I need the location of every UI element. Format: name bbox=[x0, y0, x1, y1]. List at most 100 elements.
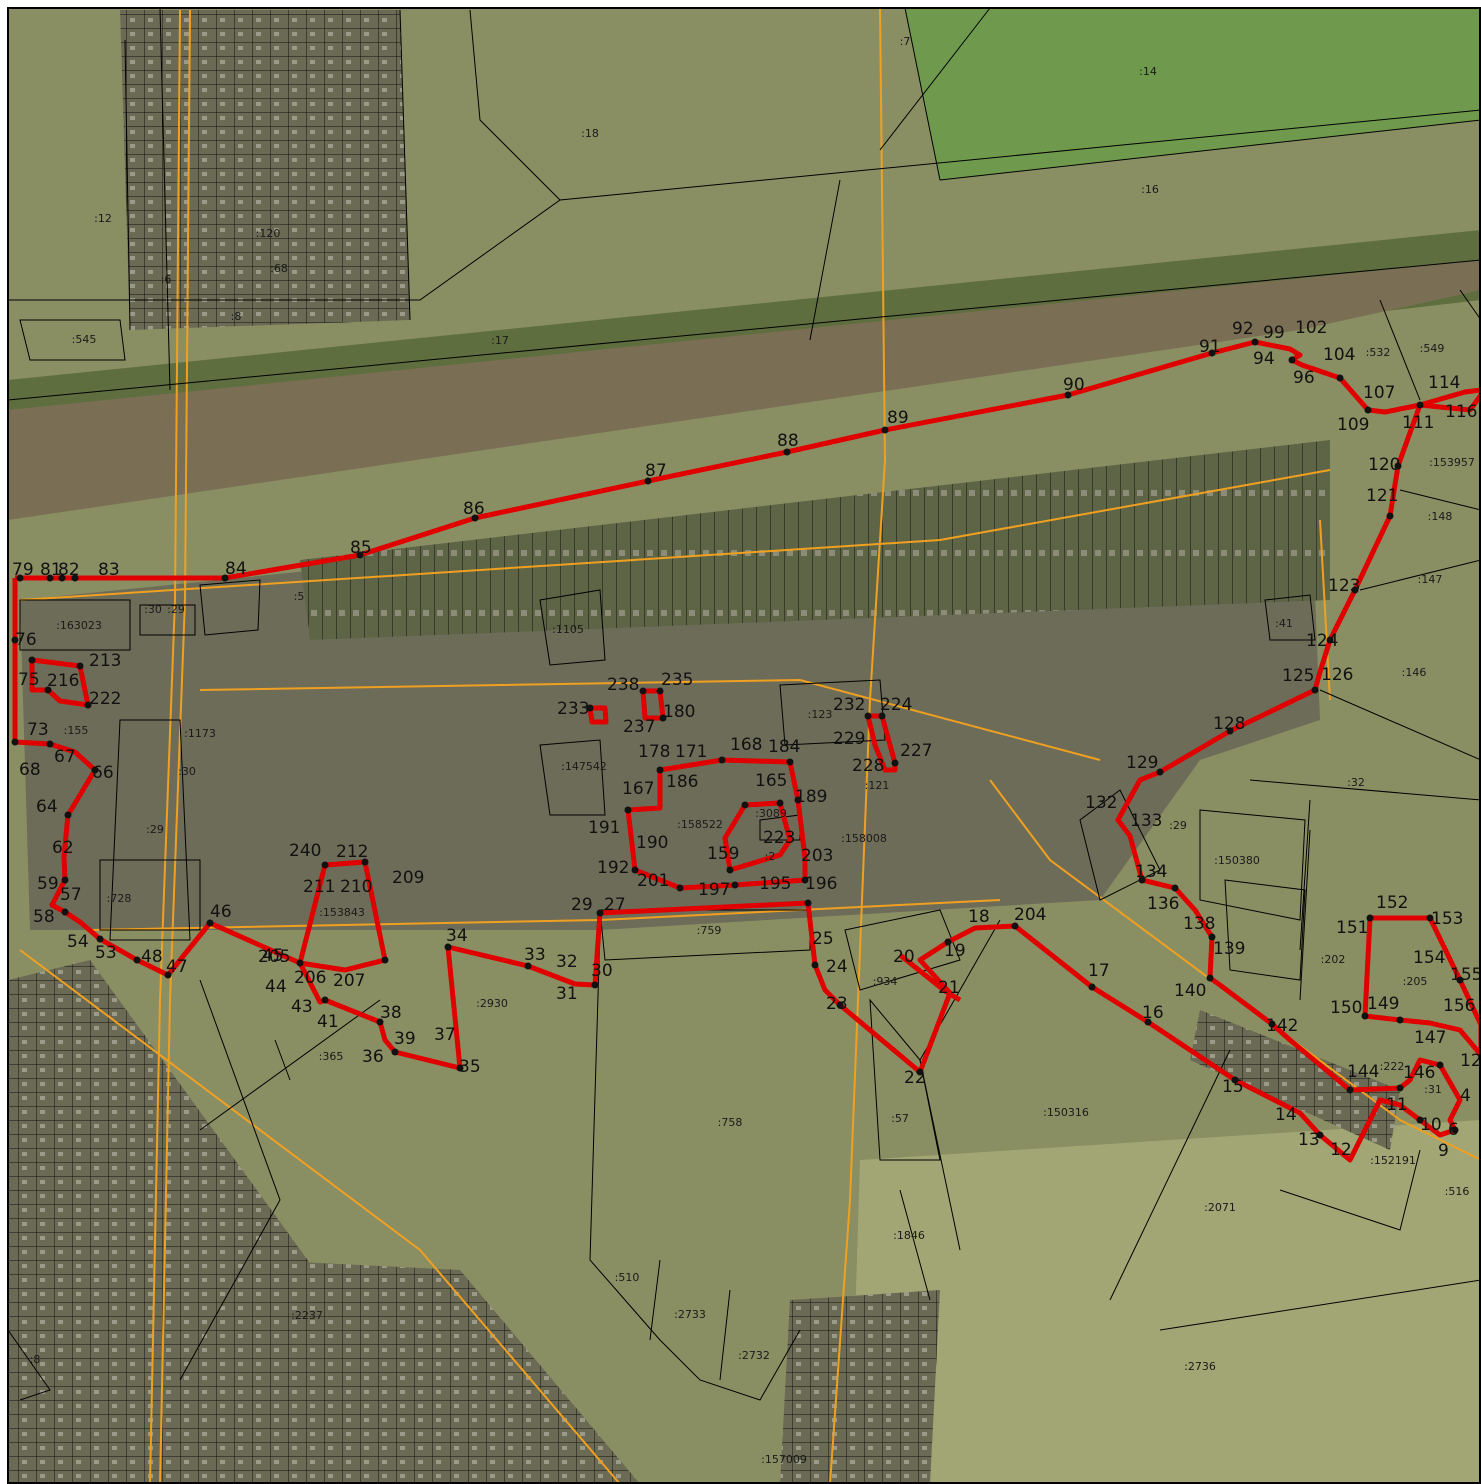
vertex-label: 197 bbox=[698, 880, 730, 900]
parcel-label: :2930 bbox=[476, 997, 508, 1010]
parcel-label: :29 bbox=[146, 823, 164, 836]
vertex-label: 168 bbox=[730, 735, 762, 755]
vertex-label: 82 bbox=[58, 560, 80, 580]
parcel-label: :153843 bbox=[319, 906, 365, 919]
south-garden-plots bbox=[250, 1260, 640, 1484]
vertex-label: 167 bbox=[622, 779, 654, 799]
vertex-label: 195 bbox=[759, 874, 791, 894]
vertex-label: 54 bbox=[67, 932, 89, 952]
parcel-label: :146 bbox=[1402, 666, 1427, 679]
vertex-label: 142 bbox=[1266, 1016, 1298, 1036]
parcel-label: :147 bbox=[1418, 573, 1443, 586]
parcel-label: :150380 bbox=[1214, 854, 1260, 867]
parcel-label: :14 bbox=[1139, 65, 1157, 78]
parcel-label: :2732 bbox=[738, 1349, 770, 1362]
vertex-label: 222 bbox=[89, 689, 121, 709]
vertex-label: 79 bbox=[12, 560, 34, 580]
vertex-label: 45 bbox=[262, 946, 284, 966]
vertex-label: 13 bbox=[1298, 1130, 1320, 1150]
vertex-label: 94 bbox=[1253, 349, 1275, 369]
vertex-label: 34 bbox=[446, 926, 468, 946]
vertex-label: 190 bbox=[636, 833, 668, 853]
vertex-label: 192 bbox=[597, 858, 629, 878]
vertex-label: 12 bbox=[1330, 1140, 1352, 1160]
parcel-label: :365 bbox=[319, 1050, 344, 1063]
vertex-label: 47 bbox=[166, 957, 188, 977]
parcel-label: :41 bbox=[1275, 617, 1293, 630]
vertex-label: 149 bbox=[1367, 994, 1399, 1014]
vertex-label: 146 bbox=[1403, 1063, 1435, 1083]
parcel-label: :158522 bbox=[677, 818, 723, 831]
vertex-label: 20 bbox=[893, 947, 915, 967]
vertex-label: 223 bbox=[763, 828, 795, 848]
vertex-label: 159 bbox=[707, 844, 739, 864]
parcel-label: :29 bbox=[1169, 819, 1187, 832]
vertex-label: 91 bbox=[1199, 337, 1221, 357]
vertex-label: 64 bbox=[36, 797, 58, 817]
vertex-label: 90 bbox=[1063, 375, 1085, 395]
vertex-label: 205 bbox=[258, 947, 290, 967]
vertex-label: 96 bbox=[1293, 368, 1315, 388]
vertex-label: 132 bbox=[1085, 793, 1117, 813]
vertex-label: 116 bbox=[1445, 402, 1477, 422]
vertex-label: 140 bbox=[1174, 981, 1206, 1001]
vertex-label: 67 bbox=[54, 747, 76, 767]
parcel-label: :16 bbox=[1141, 183, 1159, 196]
parcel-label: :8 bbox=[231, 310, 242, 323]
vertex-label: 224 bbox=[880, 695, 912, 715]
vertex-label: 120 bbox=[1368, 455, 1400, 475]
green-field-lower bbox=[850, 1120, 1481, 1484]
parcel-label: :6 bbox=[161, 273, 172, 286]
vertex-label: 107 bbox=[1363, 383, 1395, 403]
vertex-label: 35 bbox=[459, 1057, 481, 1077]
vertex-label: 165 bbox=[755, 771, 787, 791]
vertex-label: 124 bbox=[1306, 631, 1338, 651]
vertex-label: 84 bbox=[225, 559, 247, 579]
vertex-label: 44 bbox=[265, 977, 287, 997]
vertex-label: 133 bbox=[1130, 811, 1162, 831]
vertex-label: 178 bbox=[638, 742, 670, 762]
parcel-label: :728 bbox=[107, 892, 132, 905]
vertex-label: 123 bbox=[1328, 576, 1360, 596]
parcel-label: :30 bbox=[178, 765, 196, 778]
parcel-label: :148 bbox=[1428, 510, 1453, 523]
vertex-label: 16 bbox=[1142, 1003, 1164, 1023]
vertex-label: 24 bbox=[826, 957, 848, 977]
vertex-label: 150 bbox=[1330, 998, 1362, 1018]
vertex-label: 235 bbox=[661, 670, 693, 690]
garden-strips bbox=[300, 440, 1330, 640]
parcel-label: :12 bbox=[94, 212, 112, 225]
vertex-label: 62 bbox=[52, 838, 74, 858]
parcel-label: :121 bbox=[865, 779, 890, 792]
parcel-label: :549 bbox=[1420, 342, 1445, 355]
vertex-label: 126 bbox=[1321, 665, 1353, 685]
parcel-label: :2071 bbox=[1204, 1201, 1236, 1214]
vertex-label: 109 bbox=[1337, 415, 1369, 435]
parcel-label: :18 bbox=[581, 127, 599, 140]
vertex-label: 21 bbox=[938, 978, 960, 998]
parcel-boundaries bbox=[7, 7, 1481, 1401]
green-field bbox=[905, 8, 1481, 180]
vertex-label: 240 bbox=[289, 841, 321, 861]
vertex-label: 213 bbox=[89, 651, 121, 671]
vertex-label: 14 bbox=[1275, 1105, 1297, 1125]
vertex-label: 41 bbox=[317, 1012, 339, 1032]
vertex-label: 203 bbox=[801, 846, 833, 866]
vertex-label: 11 bbox=[1386, 1095, 1408, 1115]
vertex-label: 27 bbox=[604, 895, 626, 915]
parcel-label: :1105 bbox=[552, 623, 584, 636]
parcel-label: :510 bbox=[615, 1271, 640, 1284]
parcel-label: :152191 bbox=[1370, 1154, 1416, 1167]
vertex-label: 138 bbox=[1183, 914, 1215, 934]
vertex-label: 134 bbox=[1135, 862, 1167, 882]
parcel-label: :222 bbox=[1380, 1060, 1405, 1073]
parcel-label: :3089 bbox=[755, 807, 787, 820]
vertex-label: 4 bbox=[1460, 1086, 1471, 1106]
parcel-label: :147542 bbox=[561, 760, 607, 773]
vertex-label: 153 bbox=[1431, 909, 1463, 929]
parcel-label: :5 bbox=[294, 590, 305, 603]
vertex-label: 121 bbox=[1366, 486, 1398, 506]
vertex-label: 207 bbox=[333, 971, 365, 991]
